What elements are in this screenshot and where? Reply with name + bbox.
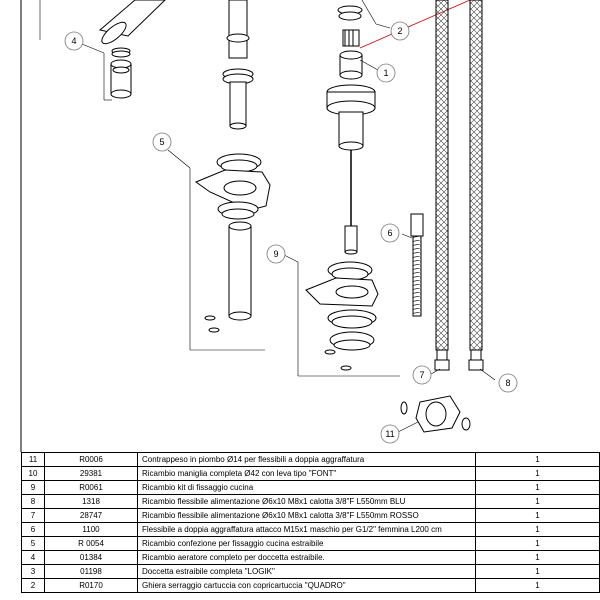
part-position: 6	[21, 522, 45, 537]
part-code: R 0054	[44, 536, 138, 551]
part-quantity: 1	[475, 522, 600, 537]
part-position: 3	[21, 564, 45, 579]
part-quantity: 1	[475, 494, 600, 509]
part-position: 10	[21, 466, 45, 481]
svg-text:11: 11	[385, 429, 394, 439]
part-description: Ricambio maniglia completa Ø42 con leva …	[137, 466, 476, 481]
part-position: 7	[21, 508, 45, 523]
pull-out-body-part	[326, 84, 376, 255]
callout-2: 2	[390, 21, 410, 41]
part-position: 4	[21, 550, 45, 565]
aerator-part	[110, 47, 132, 99]
part-code: 01384	[44, 550, 138, 565]
part-code: 29381	[44, 466, 138, 481]
flex-hose-red-part	[434, 0, 450, 371]
svg-text:5: 5	[159, 137, 164, 147]
faucet-body-part	[222, 0, 254, 130]
spout-part	[98, 0, 166, 45]
callout-6: 6	[380, 223, 400, 243]
flex-hose-blue-part	[468, 0, 484, 371]
fixing-kit-9-part	[305, 261, 379, 371]
part-description: Ricambio flessibile alimentazione Ø6x10 …	[137, 494, 476, 509]
part-quantity: 1	[475, 550, 600, 565]
part-position: 2	[21, 578, 45, 593]
svg-text:4: 4	[71, 36, 76, 46]
part-quantity: 1	[475, 466, 600, 481]
svg-text:8: 8	[505, 378, 510, 388]
callout-9: 9	[266, 244, 286, 264]
fixing-kit-5-part	[194, 153, 271, 333]
part-quantity: 1	[475, 578, 600, 593]
part-description: Ricambio confezione per fissaggio cucina…	[137, 536, 476, 551]
part-description: Ricambio flessibile alimentazione Ø6x10 …	[137, 508, 476, 523]
part-description: Ricambio aeratore completo per doccetta …	[137, 550, 476, 565]
part-code: 28747	[44, 508, 138, 523]
svg-text:7: 7	[419, 370, 424, 380]
callout-7: 7	[412, 365, 432, 385]
exploded-view-drawing: 4 2 1 5 6 9 7 8 11	[20, 0, 518, 452]
part-quantity: 1	[475, 508, 600, 523]
part-position: 5	[21, 536, 45, 551]
callout-11: 11	[380, 424, 400, 444]
part-position: 11	[21, 452, 45, 467]
svg-text:9: 9	[273, 249, 278, 259]
part-code: R0170	[44, 578, 138, 593]
part-description: Contrappeso in piombo Ø14 per flessibili…	[137, 452, 476, 467]
counterweight-part	[400, 395, 471, 433]
svg-text:2: 2	[397, 26, 402, 36]
part-code: 1318	[44, 494, 138, 509]
part-description: Flessibile a doppia aggraffatura attacco…	[137, 522, 476, 537]
callout-4: 4	[64, 31, 84, 51]
ring-nut-part	[337, 5, 363, 80]
part-quantity: 1	[475, 564, 600, 579]
callout-5: 5	[152, 132, 172, 152]
part-code: R0006	[44, 452, 138, 467]
part-description: Ghiera serraggio cartuccia con copricart…	[137, 578, 476, 593]
svg-text:1: 1	[383, 68, 388, 78]
part-code: 01198	[44, 564, 138, 579]
svg-text:6: 6	[387, 228, 392, 238]
part-description: Doccetta estraibile completa "LOGIK"	[137, 564, 476, 579]
part-position: 9	[21, 480, 45, 495]
callout-1: 1	[376, 63, 396, 83]
part-quantity: 1	[475, 480, 600, 495]
part-position: 8	[21, 494, 45, 509]
part-quantity: 1	[475, 452, 600, 467]
part-quantity: 1	[475, 536, 600, 551]
callout-8: 8	[498, 373, 518, 393]
part-description: Ricambio kit di fissaggio cucina	[137, 480, 476, 495]
part-code: R0061	[44, 480, 138, 495]
part-code: 1100	[44, 522, 138, 537]
spring-hose-part	[410, 213, 424, 317]
